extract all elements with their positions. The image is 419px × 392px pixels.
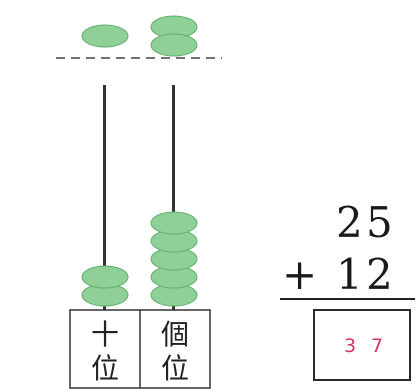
first-addend-ones-digit: 5 [366, 198, 393, 247]
answer-box[interactable]: 3 7 [313, 309, 411, 381]
answer-tens-digit: 3 [344, 335, 357, 357]
plus-operator: + [282, 250, 318, 299]
upper-bead [81, 24, 129, 48]
second-addend-tens-digit: 1 [336, 250, 363, 299]
second-addend: + 1 2 [280, 250, 410, 299]
answer-ones-digit: 7 [371, 335, 384, 357]
tens-rod-beads [81, 24, 129, 307]
lower-bead [150, 211, 198, 235]
second-addend-ones-digit: 2 [366, 250, 393, 299]
tens-label-char-1: 十 [91, 318, 119, 351]
first-addend: 2 5 [280, 198, 410, 247]
ones-rod-beads [150, 15, 198, 307]
ones-label-char-1: 個 [161, 318, 189, 351]
tens-label-char-2: 位 [91, 352, 119, 385]
lower-bead [81, 265, 129, 289]
rod-ones [172, 85, 175, 310]
rod-tens [103, 85, 106, 310]
first-addend-tens-digit: 2 [336, 198, 363, 247]
ones-label-char-2: 位 [161, 352, 189, 385]
upper-bead [150, 33, 198, 57]
